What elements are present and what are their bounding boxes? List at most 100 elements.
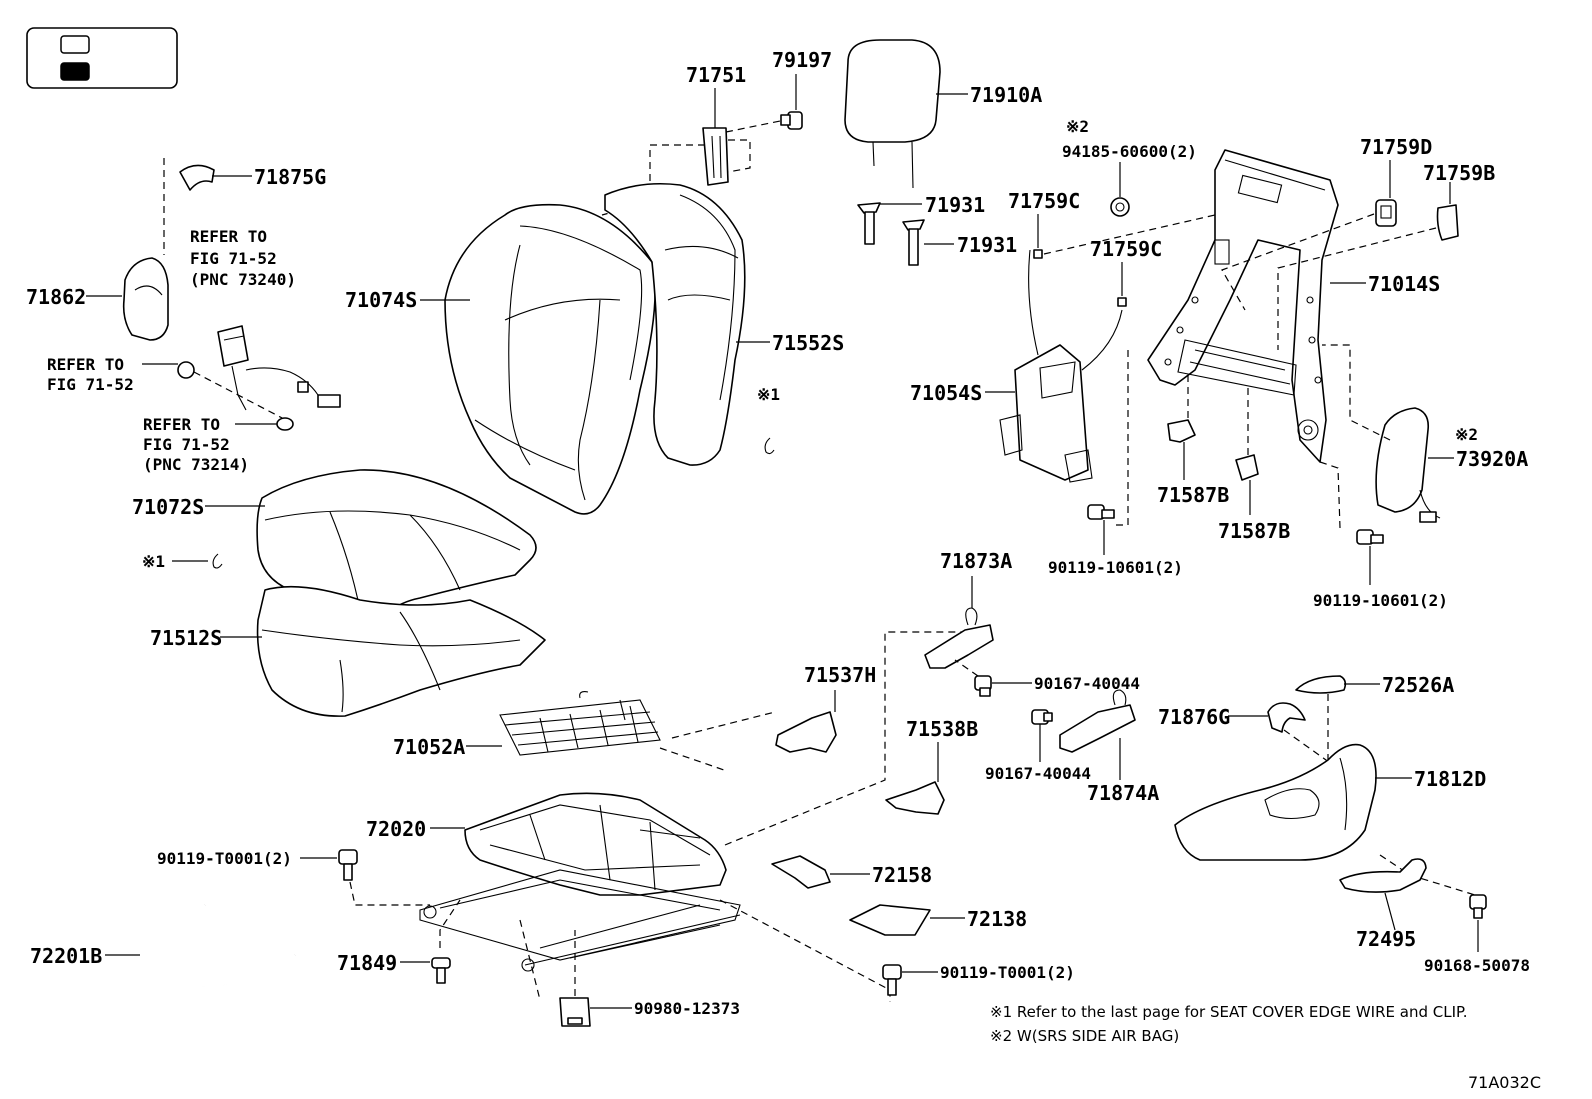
washer-ref-3 — [235, 417, 294, 431]
bolt-79197 — [780, 74, 803, 130]
part-label-72526A: 72526A — [1382, 673, 1454, 697]
seatback-frame-71014S — [1147, 149, 1366, 463]
part-label-71587B-b: 71587B — [1218, 519, 1290, 543]
headrest-support-71931 — [857, 202, 954, 266]
bracket-71874A — [1059, 689, 1136, 780]
part-label-90980-12373: 90980-12373 — [634, 999, 740, 1018]
part-label-90168-50078: 90168-50078 — [1424, 956, 1530, 975]
bracket-71537H — [775, 690, 837, 753]
knob-72495 — [1339, 858, 1427, 931]
note-mark-1-back: ※1 — [757, 385, 780, 404]
part-label-71759B: 71759B — [1423, 161, 1495, 185]
part-label-71876G: 71876G — [1158, 705, 1230, 729]
edge-clip-icon-cushion — [212, 553, 223, 569]
screw-90168-50078 — [1469, 894, 1487, 952]
part-label-71512S: 71512S — [150, 626, 222, 650]
nut-ref-2 — [142, 361, 287, 421]
bolt-90119-T0001-right — [882, 964, 938, 996]
bolt-90119-T0001-left — [300, 849, 430, 906]
seatback-pad-71552S — [604, 182, 770, 466]
clip-71587B-b — [1235, 385, 1259, 515]
legend-swatch-white — [60, 35, 90, 54]
part-label-71931-a: 71931 — [925, 193, 985, 217]
part-label-72138: 72138 — [967, 907, 1027, 931]
part-label-71910A: 71910A — [970, 83, 1042, 107]
part-label-72201B: 72201B — [30, 944, 102, 968]
bolt-90119-10601-b — [1319, 461, 1384, 585]
bracket-72158 — [771, 855, 870, 889]
part-label-71874A: 71874A — [1087, 781, 1159, 805]
part-label-71074S: 71074S — [345, 288, 417, 312]
part-label-71587B-a: 71587B — [1157, 483, 1229, 507]
bracket-72138 — [849, 904, 965, 936]
part-label-90119-10601-a: 90119-10601(2) — [1048, 558, 1183, 577]
part-label-90119-T0001-right: 90119-T0001(2) — [940, 963, 1075, 982]
bolt-90119-10601-a — [1087, 504, 1115, 555]
seatbelt-buckle — [217, 325, 341, 411]
part-label-71072S: 71072S — [132, 495, 204, 519]
part-label-71052A: 71052A — [393, 735, 465, 759]
lumbar-support-71054S — [985, 249, 1129, 526]
bracket-71751 — [601, 88, 786, 216]
side-airbag-73920A — [1322, 344, 1454, 523]
cover-71875G — [163, 158, 252, 255]
part-label-71875G: 71875G — [254, 165, 326, 189]
clip-71759B — [1277, 182, 1459, 350]
part-label-71931-b: 71931 — [957, 233, 1017, 257]
headrest-71910A — [844, 39, 968, 189]
seatback-cover-71074S — [420, 203, 656, 515]
leader-frame-71873A — [724, 631, 990, 846]
leader-frame-connector — [519, 919, 541, 1001]
part-label-71849: 71849 — [337, 951, 397, 975]
legend-swatch-black — [60, 62, 90, 81]
cover-72526A — [1295, 675, 1380, 775]
seat-frame-72020 — [419, 792, 741, 972]
bracket-71873A — [924, 576, 994, 669]
wire-72201B — [105, 904, 296, 989]
ref-label-2-line-2: FIG 71-52 — [47, 375, 134, 394]
footnote-1: ※1 Refer to the last page for SEAT COVER… — [990, 1003, 1467, 1021]
pin-71849 — [400, 899, 461, 984]
part-label-73920A: 73920A — [1456, 447, 1528, 471]
connector-90980-12373 — [559, 930, 632, 1027]
part-label-71873A: 71873A — [940, 549, 1012, 573]
ref-label-3-line-2: FIG 71-52 — [143, 435, 230, 454]
note-mark-2-top: ※2 — [1066, 117, 1089, 136]
part-label-72158: 72158 — [872, 863, 932, 887]
part-label-71759C-a: 71759C — [1008, 189, 1080, 213]
part-label-71759D: 71759D — [1360, 135, 1432, 159]
part-label-71538B: 71538B — [906, 717, 978, 741]
spring-71052A — [466, 691, 776, 771]
legend-box — [26, 27, 178, 89]
part-label-72020: 72020 — [366, 817, 426, 841]
part-label-79197: 79197 — [772, 48, 832, 72]
part-label-90119-10601-b: 90119-10601(2) — [1313, 591, 1448, 610]
screw-90167-40044-top — [954, 659, 1032, 697]
edge-clip-icon — [764, 437, 775, 455]
ref-label-1-line-2: FIG 71-52 — [190, 249, 277, 268]
bracket-71538B — [885, 742, 945, 815]
ref-label-3-line-1: REFER TO — [143, 415, 220, 434]
part-label-94185-60600: 94185-60600(2) — [1062, 142, 1197, 161]
cover-71876G — [1228, 702, 1341, 771]
note-mark-1-cushion: ※1 — [142, 552, 165, 571]
ref-label-2-line-1: REFER TO — [47, 355, 124, 374]
ref-label-1-line-3: (PNC 73240) — [190, 270, 296, 289]
ref-label-1-line-1: REFER TO — [190, 227, 267, 246]
part-label-90119-T0001-left: 90119-T0001(2) — [157, 849, 292, 868]
figure-code: 71A032C — [1468, 1073, 1541, 1092]
part-label-71751: 71751 — [686, 63, 746, 87]
part-label-71054S: 71054S — [910, 381, 982, 405]
screw-90167-40044-bottom — [1031, 709, 1053, 762]
clip-71587B-a — [1167, 372, 1196, 480]
clip-71759C-b — [1117, 262, 1127, 307]
part-label-71014S: 71014S — [1368, 272, 1440, 296]
part-label-71812D: 71812D — [1414, 767, 1486, 791]
note-mark-2-airbag: ※2 — [1455, 425, 1478, 444]
part-label-90167-40044-top: 90167-40044 — [1034, 674, 1140, 693]
part-label-90167-40044-bottom: 90167-40044 — [985, 764, 1091, 783]
cover-71862 — [86, 257, 169, 341]
part-label-71552S: 71552S — [772, 331, 844, 355]
ref-label-3-line-3: (PNC 73214) — [143, 455, 249, 474]
